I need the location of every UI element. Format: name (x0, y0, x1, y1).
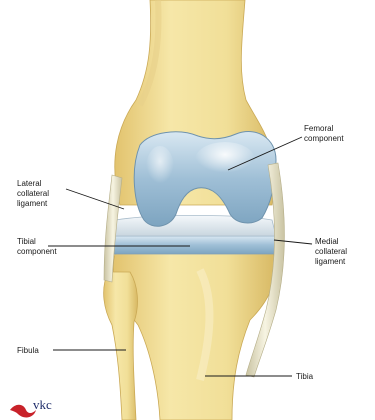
label-fibula: Fibula (17, 346, 39, 355)
fibula-shape (104, 272, 138, 420)
tibia-shape (113, 250, 275, 420)
vkc-logo: vkc (10, 397, 52, 417)
label-tibia: Tibia (296, 372, 314, 381)
tibial-tray (112, 236, 276, 254)
label-femoral-component: Femoral component (304, 124, 344, 143)
label-medial-collateral-ligament: Medial collateral ligament (315, 237, 349, 266)
logo-text: vkc (33, 397, 52, 412)
label-tibial-component: Tibial component (17, 237, 57, 256)
label-lateral-collateral-ligament: Lateral collateral ligament (17, 179, 51, 208)
